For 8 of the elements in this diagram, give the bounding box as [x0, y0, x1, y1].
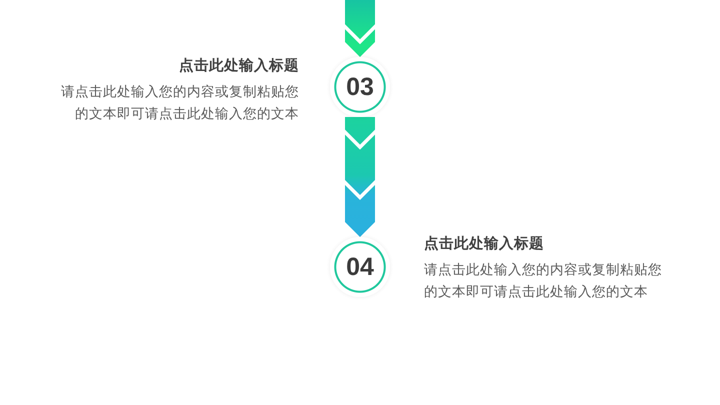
step-heading: 点击此处输入标题: [179, 56, 299, 76]
step-description: 请点击此处输入您的内容或复制粘贴您的文本即可请点击此处输入您的文本: [424, 261, 663, 300]
step-number: 04: [346, 254, 374, 280]
step-heading: 点击此处输入标题: [424, 234, 544, 254]
chevron-arrow: [345, 117, 375, 237]
step-description: 请点击此处输入您的内容或复制粘贴您的文本即可请点击此处输入您的文本: [60, 83, 299, 122]
step-number: 03: [346, 74, 374, 100]
chevron-arrow: [345, 0, 375, 57]
